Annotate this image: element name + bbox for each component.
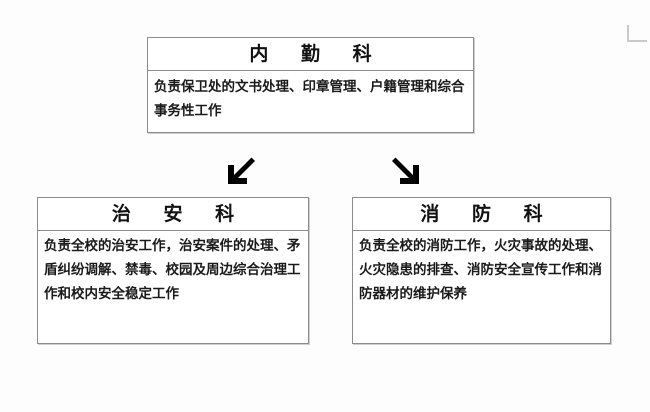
org-box-top[interactable]: 内 勤 科 负责保卫处的文书处理、印章管理、户籍管理和综合事务性工作 [147,37,474,133]
org-box-left-title: 治 安 科 [38,198,308,231]
arrow-down-right-icon [391,157,425,187]
org-box-top-title: 内 勤 科 [148,38,473,71]
org-box-top-body: 负责保卫处的文书处理、印章管理、户籍管理和综合事务性工作 [154,79,465,119]
arrow-down-left-icon [222,157,256,187]
org-box-right[interactable]: 消 防 科 负责全校的消防工作，火灾事故的处理、火灾隐患的排查、消防安全宣传工作… [352,197,611,344]
corner-crop-mark-icon [627,25,647,42]
arrow-down-right-glyph [392,157,419,184]
org-box-left-body: 负责全校的治安工作，治安案件的处理、矛盾纠纷调解、禁毒、校园及周边综合治理工作和… [44,238,301,302]
org-box-right-body: 负责全校的消防工作，火灾事故的处理、火灾隐患的排查、消防安全宣传工作和消防器材的… [359,238,602,302]
arrow-down-left-glyph [228,157,255,184]
org-box-right-title: 消 防 科 [353,198,610,231]
org-box-left[interactable]: 治 安 科 负责全校的治安工作，治安案件的处理、矛盾纠纷调解、禁毒、校园及周边综… [37,197,309,344]
